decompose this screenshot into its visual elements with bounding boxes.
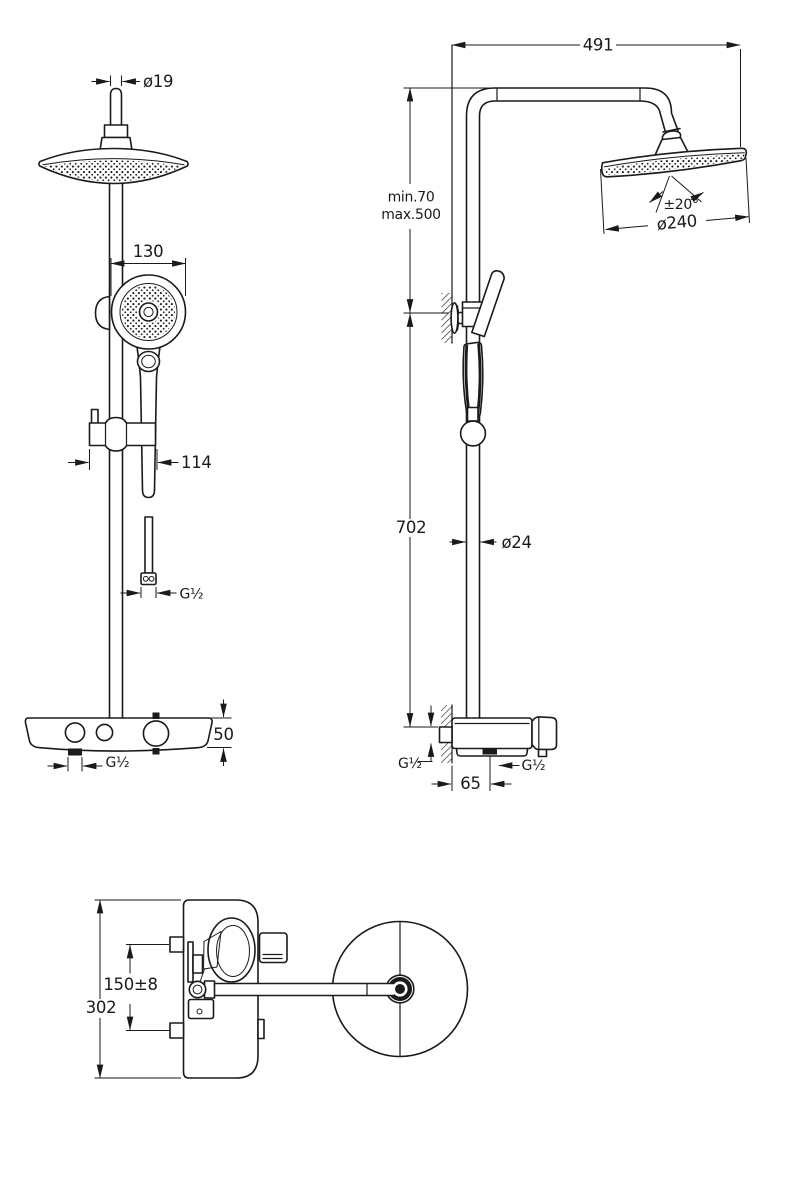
- hose-nut-side: [466, 406, 479, 422]
- wall-bracket: [450, 301, 459, 334]
- wall-hatch-upper: [441, 293, 452, 343]
- shower-hose: [144, 516, 154, 574]
- top-dimensions: 150±8 302: [86, 899, 181, 1079]
- side-dimensions: 491 min.70 max.500 702 ø24 ±20° ø240: [381, 36, 750, 793]
- front-dimensions: ø19 130 114 G½ 50 G½: [47, 72, 234, 772]
- wall-inlet: [438, 726, 453, 744]
- dim-slide-bar: 114: [181, 453, 212, 472]
- front-view: ø19 130 114 G½ 50 G½: [24, 72, 234, 772]
- top-view: 150±8 302: [86, 899, 469, 1079]
- grip-ring: [136, 350, 161, 373]
- dim-body-height: 50: [213, 725, 233, 744]
- hose-outlet: [68, 748, 82, 756]
- holder-knob: [94, 295, 111, 331]
- column-pipe: [108, 182, 124, 719]
- spray-face-texture: [44, 160, 183, 182]
- side-view: 491 min.70 max.500 702 ø24 ±20° ø240: [381, 36, 750, 793]
- dim-mount-min: min.70: [388, 190, 435, 206]
- dim-head-tilt: ±20°: [663, 197, 698, 213]
- dim-mount-max: max.500: [381, 207, 441, 223]
- bracket-lever: [90, 408, 99, 425]
- dim-bottom-outlet-thread: G½: [106, 755, 130, 771]
- arm-pivot: [188, 980, 207, 999]
- dim-head-pipe: ø19: [143, 72, 173, 91]
- dim-wall-inlet-thread: G½: [398, 756, 422, 772]
- dim-hose-thread: G½: [180, 587, 204, 603]
- hand-shower-top: [207, 917, 256, 983]
- dim-column-length: 702: [396, 518, 427, 537]
- hand-shower-handle-side: [471, 269, 505, 338]
- wall-inlet-top-2: [169, 1022, 185, 1039]
- flow-button: [95, 723, 114, 742]
- temperature-knob: [142, 720, 170, 747]
- dim-hand-shower: 130: [133, 242, 164, 261]
- mixer-body: [24, 717, 213, 752]
- diverter-button: [64, 722, 86, 743]
- head-pipe: [109, 87, 123, 127]
- dim-arm-reach: 491: [583, 36, 614, 55]
- head-connector: [103, 124, 129, 139]
- dim-body-width: 302: [86, 998, 117, 1017]
- slider-ball: [459, 420, 487, 447]
- wall-inlet-top-1: [169, 936, 185, 953]
- dim-inlet-spacing: 150±8: [103, 975, 157, 994]
- riser-pipe: [465, 87, 679, 719]
- dim-hose-outlet-thread: G½: [522, 758, 546, 774]
- knob-top: [258, 932, 288, 964]
- slide-bracket: [88, 416, 157, 452]
- shower-arm-top: [205, 982, 394, 997]
- temperature-knob-side: [531, 716, 558, 751]
- dim-head-diameter: ø240: [656, 211, 698, 234]
- dim-outlet-offset: 65: [460, 774, 480, 793]
- hose-outlet-side: [482, 748, 497, 755]
- mixer-body-side: [451, 717, 533, 750]
- dim-pipe-diameter: ø24: [502, 533, 532, 552]
